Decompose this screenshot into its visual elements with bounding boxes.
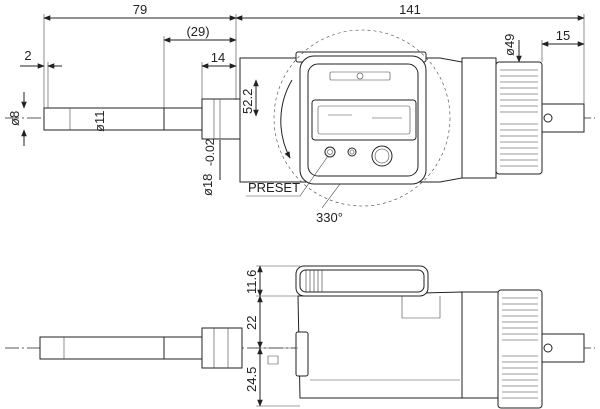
rear-knob[interactable] xyxy=(495,61,543,175)
angle-330: 330° xyxy=(316,210,343,225)
dim-29: (29) xyxy=(186,24,209,39)
dim-dia18: ø18 xyxy=(200,174,215,196)
side-end-tip xyxy=(541,333,585,363)
lcd-screen xyxy=(311,99,417,141)
dim-15: 15 xyxy=(556,28,570,43)
side-top-ridges xyxy=(305,270,323,292)
dim-141: 141 xyxy=(399,2,421,17)
mode-button[interactable] xyxy=(347,147,357,157)
dim-2: 2 xyxy=(24,48,31,63)
dim-dia8: ø8 xyxy=(7,111,22,126)
preset-button[interactable] xyxy=(324,146,336,158)
dim-dia11: ø11 xyxy=(92,111,107,132)
side-housing xyxy=(297,291,463,399)
stem xyxy=(201,98,241,140)
side-rear-knob[interactable] xyxy=(497,289,543,409)
top-view: 79 141 (29) 14 2 15 ø49 ø8 ø11 52.2 ø18 … xyxy=(5,2,595,225)
knob-knurling xyxy=(500,69,538,167)
dim-14: 14 xyxy=(211,50,225,65)
side-stem xyxy=(201,327,243,369)
dim-dia18-tolerance: -0.02 xyxy=(203,138,217,166)
dim-22: 22 xyxy=(244,316,259,330)
side-knob-knurling xyxy=(502,297,538,399)
dim-52-2: 52.2 xyxy=(240,89,255,114)
dim-11-6: 11.6 xyxy=(244,270,259,294)
dim-dia49: ø49 xyxy=(502,34,517,56)
dim-79: 79 xyxy=(133,2,147,17)
side-spindle xyxy=(39,336,165,360)
end-tip xyxy=(541,103,585,133)
dim-24-5: 24.5 xyxy=(244,367,259,392)
preset-label: PRESET xyxy=(248,180,300,195)
side-view: 11.6 22 24.5 xyxy=(5,265,595,409)
